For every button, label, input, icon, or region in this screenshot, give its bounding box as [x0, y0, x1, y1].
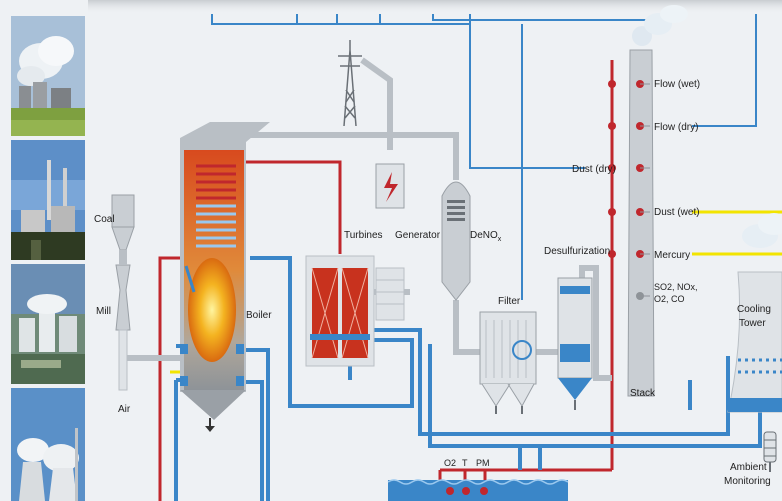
dust-dry-label: Dust (dry) [572, 164, 616, 175]
filter-unit [479, 311, 537, 414]
dust-wet-label: Dust (wet) [654, 207, 700, 218]
boiler-label: Boiler [246, 310, 272, 321]
gases-label-line1: SO2, NOx, [654, 282, 698, 292]
transmission-tower-icon [338, 40, 362, 127]
photo-power-plant-4 [11, 388, 85, 501]
photo-power-plant-3 [11, 264, 85, 384]
denox-unit [441, 181, 471, 301]
ambient-label-line1: Ambient [730, 462, 767, 473]
flow-wet-label: Flow (wet) [654, 79, 700, 90]
mill-label: Mill [96, 306, 111, 317]
stack-chimney [627, 5, 688, 397]
air-label: Air [118, 404, 131, 415]
desulfurization-label: Desulfurization [544, 246, 610, 257]
denox-label: DeNOx [470, 230, 502, 243]
stack-label: Stack [630, 388, 656, 399]
pm-sensor-label: PM [476, 458, 490, 468]
photo-power-plant-2 [11, 140, 85, 260]
cooling-tower-label-line1: Cooling [737, 304, 771, 315]
t-sensor-label: T [462, 458, 468, 468]
o2-sensor-label: O2 [444, 458, 456, 468]
cooling-tower-label-line2: Tower [739, 318, 766, 329]
stack-sensors [608, 80, 650, 300]
ambient-monitoring-device [763, 431, 777, 472]
flow-dry-label: Flow (dry) [654, 122, 698, 133]
coal-label: Coal [94, 214, 115, 225]
coal-mill [111, 194, 135, 391]
photo-power-plant-1 [11, 16, 85, 136]
generator-unit [375, 163, 405, 321]
filter-label: Filter [498, 296, 521, 307]
boiler-unit [180, 122, 270, 432]
gases-label-line2: O2, CO [654, 294, 685, 304]
turbines-unit [305, 255, 375, 367]
mercury-label: Mercury [654, 250, 690, 261]
generator-label: Generator [395, 230, 441, 241]
desulfurization-unit [557, 277, 593, 410]
cooling-tower-unit [727, 213, 782, 413]
water-basin [387, 479, 569, 501]
ambient-label-line2: Monitoring [724, 476, 771, 487]
turbines-label: Turbines [344, 230, 383, 241]
